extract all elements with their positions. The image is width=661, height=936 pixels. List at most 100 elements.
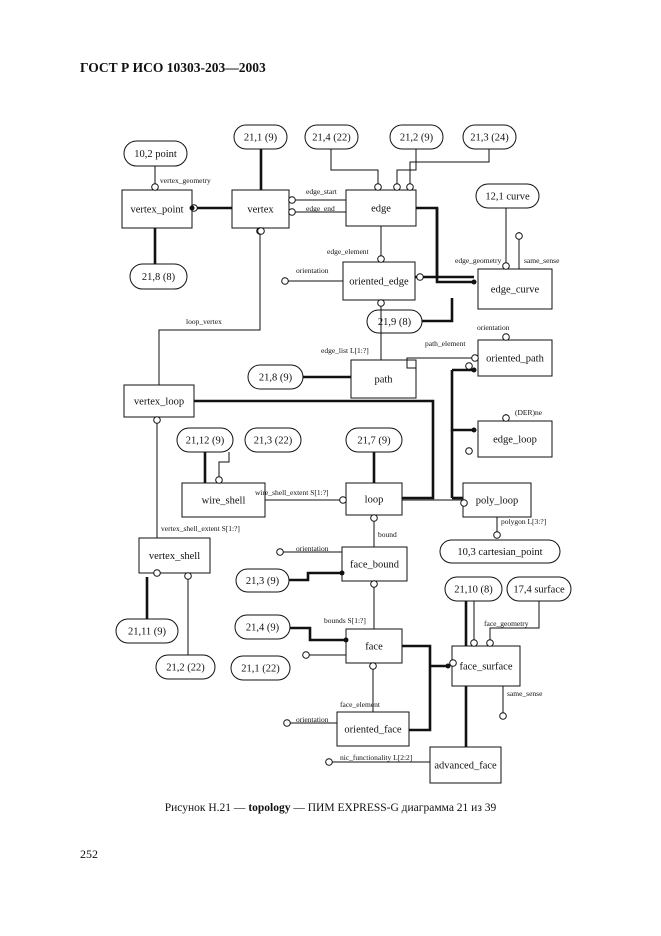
reference-label-r21-2-top: 21,2 (9) (400, 133, 434, 144)
reference-label-r21-1-face: 21,1 (22) (241, 664, 280, 675)
entity-box-edge-loop (477, 420, 553, 458)
relationship-end-circle (151, 183, 159, 191)
relationship-line-thick (290, 626, 346, 642)
relationship-end-circle (370, 514, 378, 522)
entity-name-vertex-point: vertex_point (130, 205, 183, 216)
relationship-end-circle (406, 183, 414, 191)
relationship-end-circle (486, 639, 494, 647)
relationship-end-circle (184, 572, 192, 580)
relationship-end-dot (445, 663, 451, 669)
relationship-end-circle (153, 569, 161, 577)
entity-box-poly-loop (462, 482, 532, 518)
relationship-line-thick (435, 208, 474, 284)
relationship-line-thick (289, 571, 342, 582)
reference-oval-cartesian-point (439, 539, 561, 564)
attribute-label-path-element: path_element (425, 339, 466, 348)
reference-label-r21-1-top: 21,1 (9) (244, 133, 278, 144)
entity-box-face-surface (451, 645, 521, 687)
entity-box-vertex-shell (138, 537, 211, 574)
relationship-end-dot (189, 205, 195, 211)
relationship-end-circle (325, 758, 333, 766)
relationship-end-circle (281, 277, 289, 285)
relationship-end-circle (499, 712, 507, 720)
relationship-end-circle (374, 183, 382, 191)
relationship-end-circle (153, 416, 161, 424)
entity-name-face-surface: face_surface (459, 662, 512, 673)
relationship-line (158, 228, 261, 385)
entity-name-poly-loop: poly_loop (476, 496, 519, 507)
entity-box-face-bound (341, 546, 408, 582)
relationship-end-circle (515, 232, 523, 240)
entity-box-path (350, 359, 417, 399)
reference-label-r21-8-path: 21,8 (9) (259, 373, 293, 384)
reference-oval-r21-1-face (230, 655, 291, 681)
attribute-label-same-sense-fs: same_sense (507, 689, 543, 698)
attribute-label-face-element: face_element (340, 700, 381, 709)
relationship-end-circle (370, 580, 378, 588)
reference-label-cartesian-point: 10,3 cartesian_point (457, 547, 542, 558)
attribute-label-orientation-op: orientation (477, 323, 510, 332)
entity-box-loop (345, 482, 403, 516)
reference-label-r21-3-wire: 21,3 (22) (254, 436, 293, 447)
reference-oval-r21-3-wire (244, 427, 302, 453)
attribute-label-bound: bound (378, 530, 397, 539)
entity-name-vertex-loop: vertex_loop (134, 397, 184, 408)
attribute-label-vertex-shell-extent: vertex_shell_extent S[1:?] (161, 524, 240, 533)
relationship-line (409, 149, 490, 185)
relationship-end-circle (276, 548, 284, 556)
entity-name-loop: loop (365, 495, 384, 506)
figure-caption: Рисунок Н.21 — topology — ПИМ EXPRESS-G … (0, 802, 661, 814)
page-number: 252 (80, 847, 98, 861)
relationship-end-circle (502, 414, 510, 422)
reference-label-point: 10,2 point (134, 149, 177, 160)
entity-name-vertex-shell: vertex_shell (149, 551, 200, 562)
relationship-end-dot (471, 427, 477, 433)
relationship-end-circle (493, 531, 501, 539)
relationship-end-circle (465, 362, 473, 370)
standard-header: ГОСТ Р ИСО 10303-203—2003 (80, 60, 266, 75)
relationship-line (218, 452, 230, 483)
relationship-line (330, 149, 379, 185)
attribute-label-loop-vertex: loop_vertex (186, 317, 222, 326)
attribute-label-nic-functionality: nic_functionality L[2:2] (340, 753, 412, 762)
entity-name-oriented-edge: oriented_edge (349, 277, 409, 288)
reference-oval-r21-8-left (129, 263, 188, 290)
attribute-label-polygon: polygon L[3:?] (501, 517, 546, 526)
relationship-end-circle (449, 659, 457, 667)
relationship-end-circle (460, 499, 468, 507)
reference-oval-curve (475, 183, 540, 209)
entity-box-advanced-face (429, 746, 502, 784)
attribute-label-orientation-oe: orientation (296, 266, 329, 275)
reference-label-r21-4-top: 21,4 (22) (312, 133, 351, 144)
attribute-label-face-geometry: face_geometry (484, 619, 529, 628)
entity-name-oriented-face: oriented_face (344, 725, 401, 736)
entity-name-advanced-face: advanced_face (434, 761, 497, 772)
relationship-line (406, 357, 478, 369)
relationship-end-circle (471, 354, 479, 362)
relationship-end-circle (288, 208, 296, 216)
relationship-end-circle (215, 476, 223, 484)
relationship-end-dot (471, 279, 477, 285)
reference-oval-r21-2-bottom (155, 654, 216, 680)
relationship-line (489, 601, 540, 641)
relationship-end-circle (369, 662, 377, 670)
caption-prefix: Рисунок Н.21 — (164, 802, 249, 814)
relationship-end-dot (471, 367, 477, 373)
relationship-end-circle (502, 333, 510, 341)
attribute-label-orientation-fb: orientation (296, 544, 329, 553)
relationship-line (396, 149, 417, 185)
relationship-end-circle (393, 183, 401, 191)
relationship-line-thick (194, 399, 435, 500)
entity-name-path: path (374, 375, 393, 386)
attribute-label-edge-element: edge_element (327, 247, 370, 256)
reference-label-r21-2-bottom: 21,2 (22) (166, 663, 205, 674)
entity-name-oriented-path: oriented_path (486, 354, 544, 365)
relationship-end-circle (377, 255, 385, 263)
entity-name-wire-shell: wire_shell (202, 496, 246, 507)
relationship-end-circle (502, 262, 510, 270)
relationship-end-circle (470, 639, 478, 647)
reference-label-surface: 17,4 surface (513, 585, 565, 596)
attribute-label-wire-shell-extent: wire_shell_extent S[1:?] (255, 488, 329, 497)
caption-suffix: — ПИМ EXPRESS-G диаграмма 21 из 39 (290, 802, 497, 814)
